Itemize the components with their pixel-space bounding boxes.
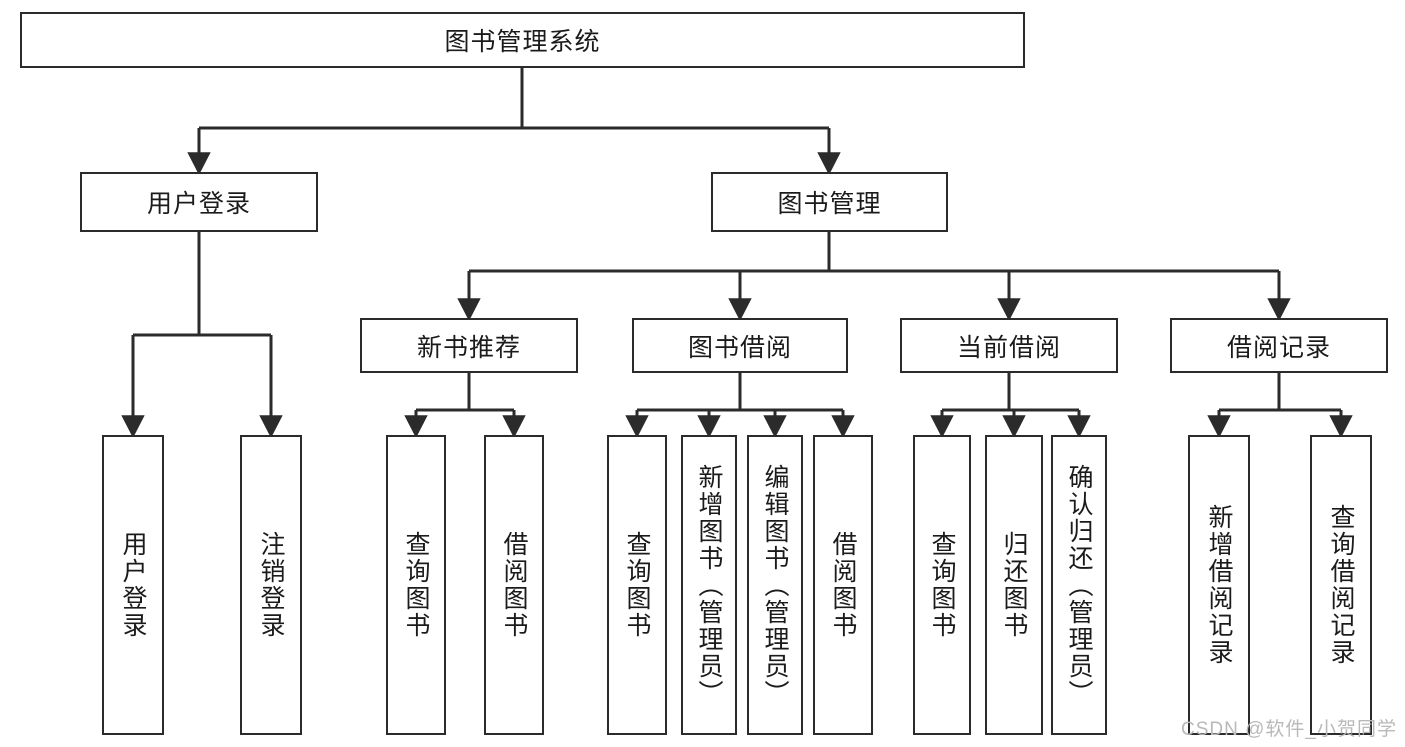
node-leaf-9-label: 归还图书 xyxy=(1000,531,1028,639)
node-level3-1-label: 图书借阅 xyxy=(687,333,792,362)
watermark-label: CSDN @软件_小贺同学 xyxy=(1181,719,1397,740)
node-leaf-1[interactable]: 注销登录 xyxy=(240,435,302,735)
node-root-label: 图书管理系统 xyxy=(444,28,601,56)
node-level3-2[interactable]: 当前借阅 xyxy=(900,318,1118,373)
node-leaf-7[interactable]: 借阅图书 xyxy=(813,435,873,735)
node-leaf-3[interactable]: 借阅图书 xyxy=(484,435,544,735)
node-leaf-2[interactable]: 查询图书 xyxy=(386,435,446,735)
node-leaf-11-label: 新增借阅记录 xyxy=(1205,504,1233,666)
node-level2-0[interactable]: 用户登录 xyxy=(80,172,318,232)
node-leaf-6[interactable]: 编辑图书（管理员） xyxy=(747,435,803,735)
node-leaf-5[interactable]: 新增图书（管理员） xyxy=(681,435,737,735)
node-root[interactable]: 图书管理系统 xyxy=(20,12,1025,68)
node-leaf-2-label: 查询图书 xyxy=(402,531,430,639)
node-leaf-5-label: 新增图书（管理员） xyxy=(695,463,723,707)
node-level3-2-label: 当前借阅 xyxy=(956,333,1061,362)
node-level3-0-label: 新书推荐 xyxy=(416,333,521,362)
node-leaf-8-label: 查询图书 xyxy=(928,531,956,639)
node-level2-1-label: 图书管理 xyxy=(777,190,882,218)
node-level3-3[interactable]: 借阅记录 xyxy=(1170,318,1388,373)
node-leaf-7-label: 借阅图书 xyxy=(829,531,857,639)
node-leaf-0-label: 用户登录 xyxy=(119,531,147,639)
node-leaf-11[interactable]: 新增借阅记录 xyxy=(1188,435,1250,735)
node-leaf-8[interactable]: 查询图书 xyxy=(913,435,971,735)
node-leaf-10[interactable]: 确认归还（管理员） xyxy=(1051,435,1107,735)
node-leaf-1-label: 注销登录 xyxy=(257,531,285,639)
node-level2-0-label: 用户登录 xyxy=(146,190,251,218)
node-leaf-3-label: 借阅图书 xyxy=(500,531,528,639)
node-leaf-6-label: 编辑图书（管理员） xyxy=(761,463,789,707)
node-level2-1[interactable]: 图书管理 xyxy=(711,172,948,232)
node-leaf-10-label: 确认归还（管理员） xyxy=(1065,463,1093,707)
node-leaf-12-label: 查询借阅记录 xyxy=(1327,504,1355,666)
node-leaf-4-label: 查询图书 xyxy=(623,531,651,639)
node-level3-3-label: 借阅记录 xyxy=(1226,333,1331,362)
node-level3-0[interactable]: 新书推荐 xyxy=(360,318,578,373)
node-leaf-0[interactable]: 用户登录 xyxy=(102,435,164,735)
node-leaf-4[interactable]: 查询图书 xyxy=(607,435,667,735)
node-level3-1[interactable]: 图书借阅 xyxy=(632,318,848,373)
node-leaf-9[interactable]: 归还图书 xyxy=(985,435,1043,735)
node-leaf-12[interactable]: 查询借阅记录 xyxy=(1310,435,1372,735)
